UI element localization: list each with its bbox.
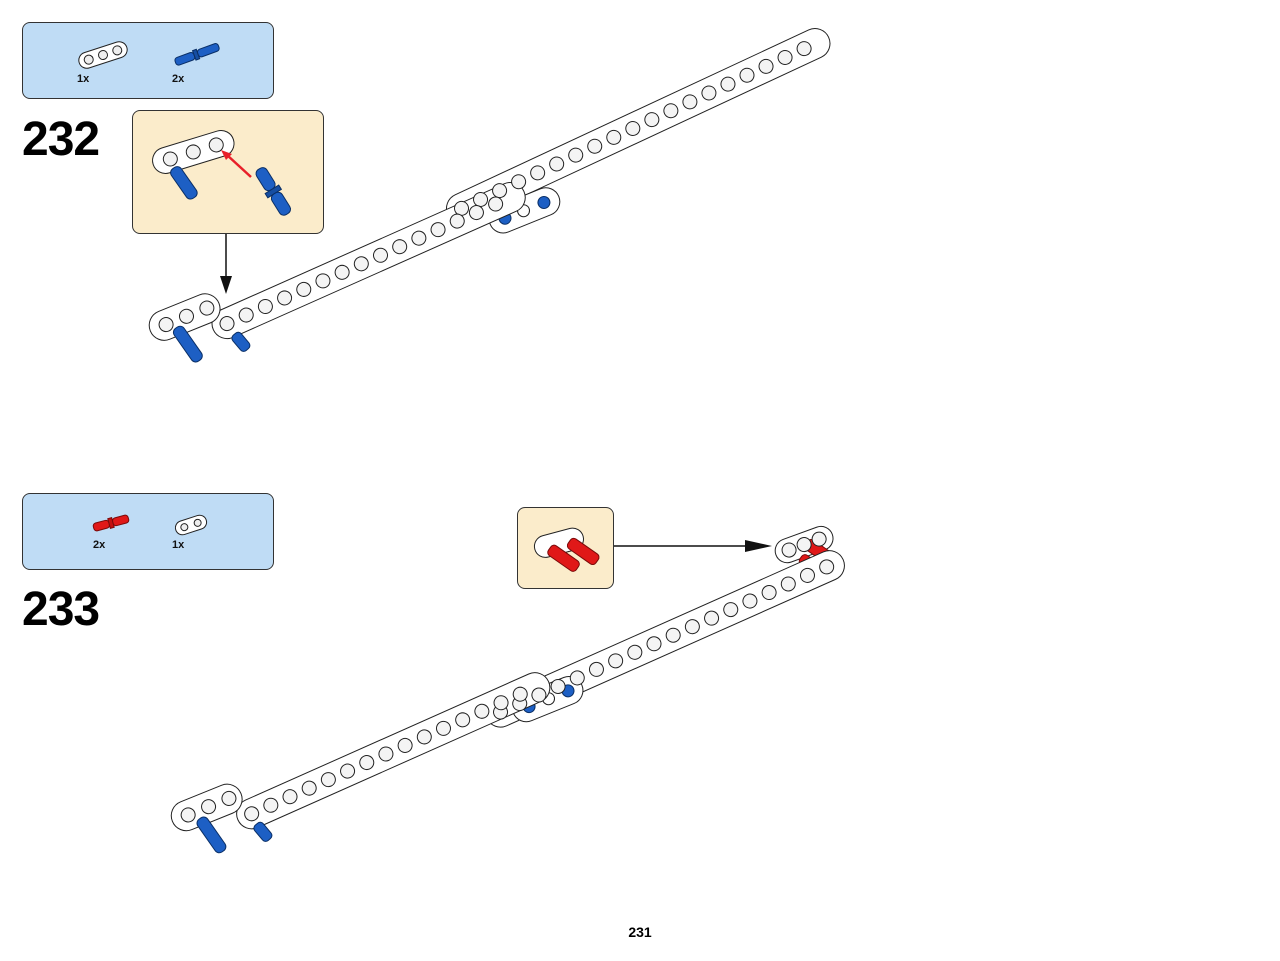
part-qty: 1x	[172, 539, 185, 551]
callout-232	[132, 110, 324, 234]
beam-hole	[608, 653, 624, 669]
beam-hole	[449, 213, 465, 229]
white-beam-3-icon	[78, 41, 128, 69]
beam-hole	[550, 678, 566, 694]
beam-hole	[320, 772, 336, 788]
beam-hole	[739, 67, 755, 83]
beam-hole	[493, 704, 509, 720]
beam-hole	[282, 789, 298, 805]
beam-hole	[530, 165, 546, 181]
beam-hole	[606, 129, 622, 145]
beam-hole	[819, 559, 835, 575]
beam-hole	[758, 58, 774, 74]
beam-hole	[199, 300, 215, 316]
parts-list-232: 1x 2x	[22, 22, 274, 99]
part-qty: 1x	[77, 73, 90, 85]
beam-hole	[511, 174, 527, 190]
beam-hole	[493, 695, 509, 711]
beam-hole	[587, 138, 603, 154]
beam-hole	[221, 790, 237, 806]
red-pin-icon	[92, 514, 130, 532]
beam-hole	[435, 720, 451, 736]
parts-list-233: 2x 1x	[22, 493, 274, 570]
beam-hole	[512, 686, 528, 702]
beam-hole	[777, 50, 793, 66]
beam-hole	[416, 729, 432, 745]
beam-hole	[334, 264, 350, 280]
beam-hole	[720, 76, 736, 92]
white-beam-2-icon	[174, 514, 208, 536]
beam-hole	[301, 780, 317, 796]
beam-hole	[796, 537, 812, 553]
beam-hole	[780, 576, 796, 592]
beam-hole	[244, 806, 260, 822]
callout-illustration	[152, 129, 292, 216]
beam-hole	[359, 755, 375, 771]
beam-hole	[646, 636, 662, 652]
beam-hole	[531, 687, 547, 703]
step-number: 233	[22, 583, 100, 636]
part-qty: 2x	[172, 73, 185, 85]
beam-hole	[474, 703, 490, 719]
beam-hole	[238, 307, 254, 323]
step-number: 232	[22, 113, 100, 166]
part-qty: 2x	[93, 539, 106, 551]
beam-hole	[468, 205, 484, 221]
beam-hole	[796, 41, 812, 57]
beam-hole	[488, 196, 504, 212]
beam-hole	[549, 156, 565, 172]
beam-hole	[180, 807, 196, 823]
beam-hole	[454, 200, 470, 216]
callout-illustration	[533, 527, 600, 572]
beam-hole	[430, 222, 446, 238]
beam-hole	[704, 610, 720, 626]
beam-hole	[625, 121, 641, 137]
beam-hole	[781, 542, 797, 558]
beam-hole	[296, 281, 312, 297]
beam-hole	[742, 593, 758, 609]
beam-hole	[644, 112, 660, 128]
beam-hole	[682, 94, 698, 110]
beam-hole	[397, 737, 413, 753]
beam-hole	[315, 273, 331, 289]
beam-hole	[158, 317, 174, 333]
beam-hole	[277, 290, 293, 306]
beam-hole	[373, 247, 389, 263]
beam-hole	[588, 661, 604, 677]
beam-hole	[512, 696, 528, 712]
beam-hole	[473, 192, 489, 208]
beam-hole	[455, 712, 471, 728]
callout-233	[517, 507, 614, 589]
beam-hole	[663, 103, 679, 119]
beam-hole	[684, 619, 700, 635]
beam-hole	[340, 763, 356, 779]
beam-hole	[811, 531, 827, 547]
beam-hole	[411, 230, 427, 246]
beam-hole	[257, 298, 273, 314]
beam-hole	[665, 627, 681, 643]
beam-hole	[627, 644, 643, 660]
beam-hole	[201, 799, 217, 815]
beam-hole	[569, 670, 585, 686]
beam-hole	[353, 256, 369, 272]
blue-pin-icon	[174, 43, 220, 66]
beam-hole	[392, 239, 408, 255]
beam-hole	[701, 85, 717, 101]
beam-hole	[799, 567, 815, 583]
beam-hole	[492, 183, 508, 199]
page-number: 231	[628, 924, 652, 940]
beam-hole	[378, 746, 394, 762]
beam-hole	[723, 602, 739, 618]
beam-hole	[568, 147, 584, 163]
beam-hole	[263, 797, 279, 813]
beam-hole	[219, 316, 235, 332]
beam-hole	[761, 585, 777, 601]
beam-hole	[178, 308, 194, 324]
